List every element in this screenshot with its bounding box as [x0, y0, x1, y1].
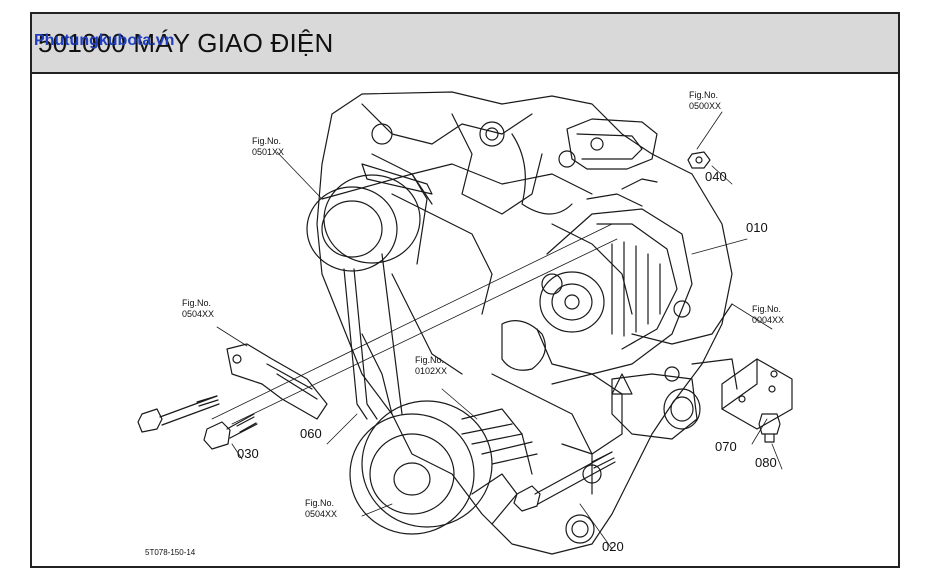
fig-label: Fig.No.	[752, 304, 781, 314]
fig-ref-0501xx: Fig.No. 0501XX	[252, 136, 284, 157]
bolt-020-drawing	[513, 451, 616, 512]
fig-label: Fig.No.	[305, 498, 334, 508]
fig-label: Fig.No.	[689, 90, 718, 100]
site-watermark: Phutungkubota.vn	[34, 32, 175, 49]
part-number-040: 040	[705, 169, 727, 184]
fig-ref-0504xx-top: Fig.No. 0504XX	[182, 298, 214, 319]
water-outlet-drawing	[566, 118, 658, 170]
page-title: 501000 MÁY GIAO ĐIỆN	[38, 28, 334, 58]
diagram-frame: 501000 MÁY GIAO ĐIỆN Phutungkubota.vn	[30, 12, 900, 568]
part-number-080: 080	[755, 455, 777, 470]
bracket-drawing	[721, 358, 793, 430]
fig-code: 0501XX	[252, 147, 284, 157]
fig-code: 0004XX	[752, 315, 784, 325]
fan-belt-drawing	[343, 253, 403, 420]
fig-code: 0500XX	[689, 101, 721, 111]
header-bar: 501000 MÁY GIAO ĐIỆN Phutungkubota.vn	[32, 14, 898, 74]
fig-label: Fig.No.	[415, 355, 444, 365]
nut-040-drawing	[687, 151, 711, 169]
fig-ref-0500xx: Fig.No. 0500XX	[689, 90, 721, 111]
water-pipe-drawing	[611, 358, 738, 440]
engine-block-drawing	[316, 91, 733, 555]
fig-code: 0102XX	[415, 366, 447, 376]
fig-ref-0004xx: Fig.No. 0004XX	[752, 304, 784, 325]
part-number-030: 030	[237, 446, 259, 461]
part-number-020: 020	[602, 539, 624, 554]
parts-diagram: Fig.No. 0501XX Fig.No. 0500XX Fig.No. 05…	[137, 90, 793, 557]
fig-label: Fig.No.	[252, 136, 281, 146]
bolt-030-drawing	[203, 413, 258, 450]
fig-code: 0504XX	[182, 309, 214, 319]
bolt-080-drawing	[758, 413, 781, 443]
alternator-drawing	[536, 178, 693, 395]
fig-ref-0504xx-bottom: Fig.No. 0504XX	[305, 498, 337, 519]
adjusting-plate-drawing	[226, 343, 328, 420]
drawing-code: 5T078-150-14	[145, 548, 196, 557]
leader-lines	[211, 111, 783, 550]
fig-ref-0102xx: Fig.No. 0102XX	[415, 355, 447, 376]
crank-pulley-drawing	[349, 400, 538, 535]
part-number-010: 010	[746, 220, 768, 235]
fig-label: Fig.No.	[182, 298, 211, 308]
part-number-070: 070	[715, 439, 737, 454]
fan-pulley-drawing	[306, 163, 433, 272]
part-number-060: 060	[300, 426, 322, 441]
fig-code: 0504XX	[305, 509, 337, 519]
long-bolt-drawing	[137, 395, 220, 433]
